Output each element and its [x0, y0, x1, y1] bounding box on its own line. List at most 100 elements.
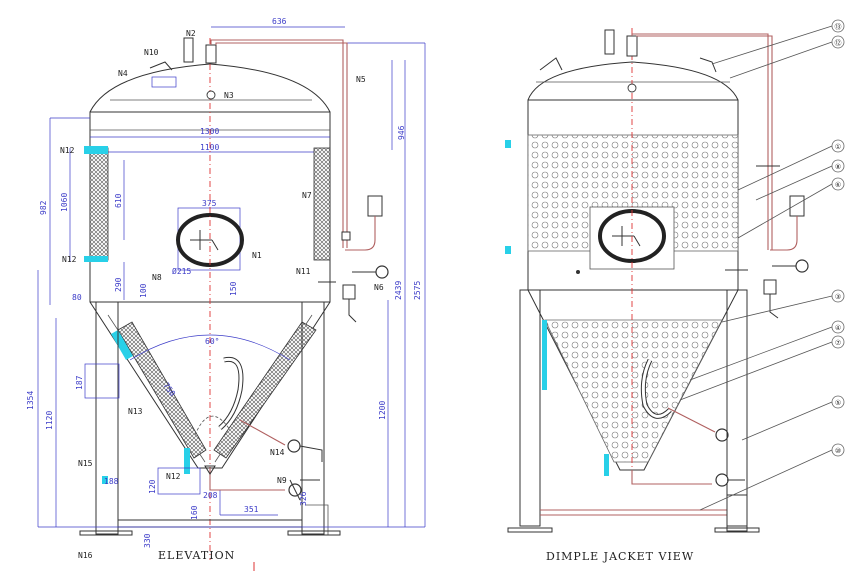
- leg-left: [95, 301, 119, 535]
- balloon-10: ⑩: [699, 443, 845, 511]
- nozzle-label-n9: N9: [277, 476, 287, 485]
- dimension-60-deg: 60°: [205, 337, 219, 346]
- svg-text:①: ①: [835, 143, 841, 151]
- dimple-cone-highlight: [542, 320, 547, 390]
- nozzle-label-n14: N14: [270, 448, 285, 457]
- nozzle-label-n1: N1: [252, 251, 262, 260]
- jacket-outlet-highlight: [84, 256, 108, 262]
- pressure-relief-valve[interactable]: [367, 195, 383, 217]
- dimension-290: 290: [114, 277, 123, 292]
- svg-text:③: ③: [835, 293, 841, 301]
- top-fitting-n2: [183, 37, 194, 63]
- dimension-2575: 2575: [413, 281, 422, 300]
- cone-dimple-jacket: [544, 319, 723, 463]
- nozzle-label-n6: N6: [374, 283, 384, 292]
- nozzle-label-n3: N3: [224, 91, 234, 100]
- detail-box-120: [157, 467, 201, 495]
- dimension-d215: Ø215: [172, 266, 191, 276]
- cone-jacket-highlight-bottom: [184, 448, 190, 474]
- top-port-n3: [206, 90, 216, 100]
- dimple-relief-valve[interactable]: [789, 195, 805, 217]
- dimple-racking-valve[interactable]: [715, 428, 729, 442]
- dimple-bottom-valve[interactable]: [715, 473, 729, 487]
- nozzle-label-n15: N15: [78, 459, 93, 468]
- dimension-120: 120: [148, 479, 157, 494]
- side-valve-n11[interactable]: [342, 284, 356, 300]
- dimension-330: 330: [143, 533, 152, 548]
- svg-text:⑩: ⑩: [835, 447, 841, 455]
- upper-cooling-jacket-left: [89, 147, 109, 261]
- dimension-946: 946: [397, 125, 406, 140]
- nozzle-label-n11: N11: [296, 267, 311, 276]
- balloon-4: ④: [689, 320, 845, 381]
- detail-box-187: [84, 363, 120, 399]
- dimple-inlet-highlight: [505, 140, 511, 148]
- nozzle-label-n12-bottom: N12: [166, 472, 181, 481]
- dimension-1120: 1120: [45, 411, 54, 430]
- dimension-2439: 2439: [394, 281, 403, 300]
- dimple-foot-right: [714, 527, 760, 533]
- nozzle-label-n13: N13: [128, 407, 143, 416]
- nozzle-label-n5: N5: [356, 75, 366, 84]
- svg-text:636: 636: [272, 17, 287, 26]
- cone-cooling-jacket-left: [117, 321, 207, 459]
- balloon-5: ⑤: [741, 395, 845, 441]
- nozzle-label-n8: N8: [152, 273, 162, 282]
- nozzle-label-n2: N2: [186, 29, 196, 38]
- bottom-outlet-pipe: [209, 468, 285, 491]
- top-fitting-n10: [149, 61, 173, 71]
- cip-pipe: [210, 39, 344, 248]
- dimension-187: 187: [75, 375, 84, 390]
- cone-jacket-highlight-top: [111, 330, 133, 360]
- dimension-610: 610: [114, 193, 123, 208]
- dimple-gauge: [795, 259, 809, 273]
- balloon-6: ⑥: [737, 177, 845, 239]
- dimension-326: 326: [299, 491, 308, 506]
- dimension-208: 208: [203, 491, 218, 500]
- foot-right: [287, 530, 341, 536]
- dimension-375: 375: [202, 199, 217, 208]
- leg-right: [301, 301, 325, 535]
- upper-cooling-jacket-right: [313, 147, 331, 261]
- nozzle-label-n12-top: N12: [60, 146, 75, 155]
- dimension-150: 150: [229, 281, 238, 296]
- jacket-inlet-highlight: [84, 146, 108, 154]
- nozzle-label-n4: N4: [118, 69, 128, 78]
- svg-text:⑬: ⑬: [835, 23, 842, 31]
- dimension-188: 188: [104, 477, 119, 486]
- gauge-n6: [375, 265, 389, 279]
- dimension-636: 636: [211, 17, 345, 28]
- balloon-3: ③: [721, 289, 845, 323]
- dimple-leg-right: [726, 289, 748, 527]
- balloon-13: ⑬: [711, 19, 845, 65]
- dimension-160: 160: [190, 505, 199, 520]
- foot-left: [79, 530, 133, 536]
- balloon-7: ⑦: [679, 335, 845, 401]
- dimple-leg-left: [519, 289, 541, 527]
- svg-text:⑦: ⑦: [835, 339, 841, 347]
- svg-text:⑥: ⑥: [835, 181, 841, 189]
- cone-angle-arc: [129, 334, 291, 361]
- nozzle-label-n7: N7: [302, 191, 312, 200]
- dimple-foot-left: [507, 527, 553, 533]
- dimension-1354: 1354: [26, 391, 35, 410]
- svg-text:⑧: ⑧: [835, 163, 841, 171]
- elevation-view: 636 946 2575 2439 1200 1300 1100 982 106: [26, 17, 426, 571]
- dimple-caption: DIMPLE JACKET VIEW: [546, 550, 694, 563]
- balloon-12: ⑫: [729, 35, 845, 79]
- dimension-982: 982: [39, 200, 48, 215]
- dimple-outlet-highlight: [505, 246, 511, 254]
- svg-text:⑤: ⑤: [835, 399, 841, 407]
- racking-valve[interactable]: [287, 439, 301, 453]
- balloon-8: ⑧: [755, 159, 845, 201]
- dimension-1060: 1060: [60, 193, 69, 212]
- dimple-jacket-view: ⑬ ⑫ ① ⑧ ⑥ ③ ④: [505, 19, 845, 563]
- svg-text:④: ④: [835, 324, 841, 332]
- dimple-top-dome: [527, 61, 739, 101]
- dimple-cip-pipe: [631, 33, 769, 250]
- svg-text:⑫: ⑫: [835, 39, 842, 47]
- nozzle-label-n16: N16: [78, 551, 93, 560]
- manway-handle: [190, 230, 219, 251]
- elevation-caption: ELEVATION: [158, 549, 235, 562]
